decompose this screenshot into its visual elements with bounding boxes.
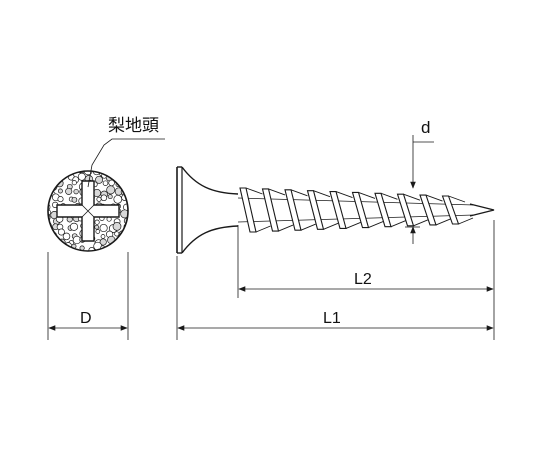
total-length-label: L1 [323,310,341,327]
texture-grain [51,243,58,250]
texture-grain [122,175,128,181]
texture-grain [115,238,124,247]
texture-grain [94,219,100,225]
thread-flight [284,189,302,231]
texture-grain [114,231,120,237]
texture-grain [99,238,107,246]
texture-grain [99,223,108,233]
shank-bottom [237,214,475,223]
texture-grain [120,209,128,219]
texture-grain [57,196,64,203]
texture-grain [100,194,108,202]
texture-grain [108,246,115,251]
thread-crest [425,194,443,202]
thread-flight [419,194,437,226]
texture-grain [83,171,93,176]
thread-root [323,222,339,230]
thread-root [435,218,451,226]
texture-grain [71,196,78,203]
thread-length-label: L2 [354,271,372,288]
texture-grain [100,234,106,239]
texture-grain [114,171,120,173]
texture-grain [96,196,102,202]
texture-grain [62,232,71,241]
texture-grain [112,222,122,231]
thread-flight [239,187,257,233]
head-outline [47,170,129,252]
texture-grain [77,172,86,181]
texture-grain [65,187,73,195]
thread-root [255,225,271,233]
head-diameter-label: D [80,310,92,327]
texture-grain [121,183,128,190]
texture-grain [48,183,52,191]
texture-leader-line [87,138,165,188]
texture-grain [118,237,128,247]
thread-diameter-label: d [421,118,430,137]
texture-grain [108,171,114,173]
thread-flight [396,193,415,227]
thread-crest [403,193,421,201]
thread-crest [358,191,376,199]
thread-flight [374,192,392,228]
thread-crest [245,187,263,195]
texture-grain [66,171,74,173]
thread-root [278,224,294,232]
thread-root [458,217,474,225]
thread-flight [306,190,325,230]
texture-grain [73,188,79,195]
texture-grain [48,235,55,245]
screw-tip [469,203,495,217]
texture-grain [48,173,53,182]
thread-crest [335,191,353,199]
texture-grain [106,185,116,195]
texture-grain [49,173,57,180]
head-top-view [47,170,129,252]
texture-grain [95,175,104,184]
screw-thread [239,187,474,233]
thread-root [368,221,384,229]
thread-root [390,220,406,228]
texture-grain [57,243,64,250]
screw-side-view [176,166,495,254]
thread-crest [290,189,308,197]
texture-grain [71,180,77,186]
texture-grain [115,246,123,251]
thread-flight [351,191,370,229]
head-texture-label: 梨地頭 [108,116,159,135]
thread-crest [380,192,398,200]
bugle-neck-top [181,166,239,195]
thread-root [345,221,361,229]
thread-flight [441,195,460,225]
texture-grain [48,194,50,202]
thread-crest [268,188,286,196]
thread-crest [448,195,466,203]
bugle-neck-bottom [181,225,239,254]
texture-grain [59,171,66,174]
texture-grain [57,188,63,194]
texture-grain [52,171,58,174]
texture-grain [123,203,128,211]
recess-center-lines [81,204,95,218]
texture-grain [48,231,51,240]
texture-grain [113,194,123,204]
thread-crest [313,190,331,198]
texture-grain [57,228,65,236]
texture-grain [48,171,51,174]
thread-root [300,223,316,231]
texture-grain [95,229,101,234]
thread-root [413,219,429,227]
texture-grain [48,244,51,251]
texture-grain [120,171,128,177]
texture-grain [69,222,79,231]
thread-flight [261,188,280,232]
texture-grain [102,180,109,186]
texture-grain [107,194,113,200]
texture-grain [94,224,100,230]
thread-flight [329,191,347,229]
